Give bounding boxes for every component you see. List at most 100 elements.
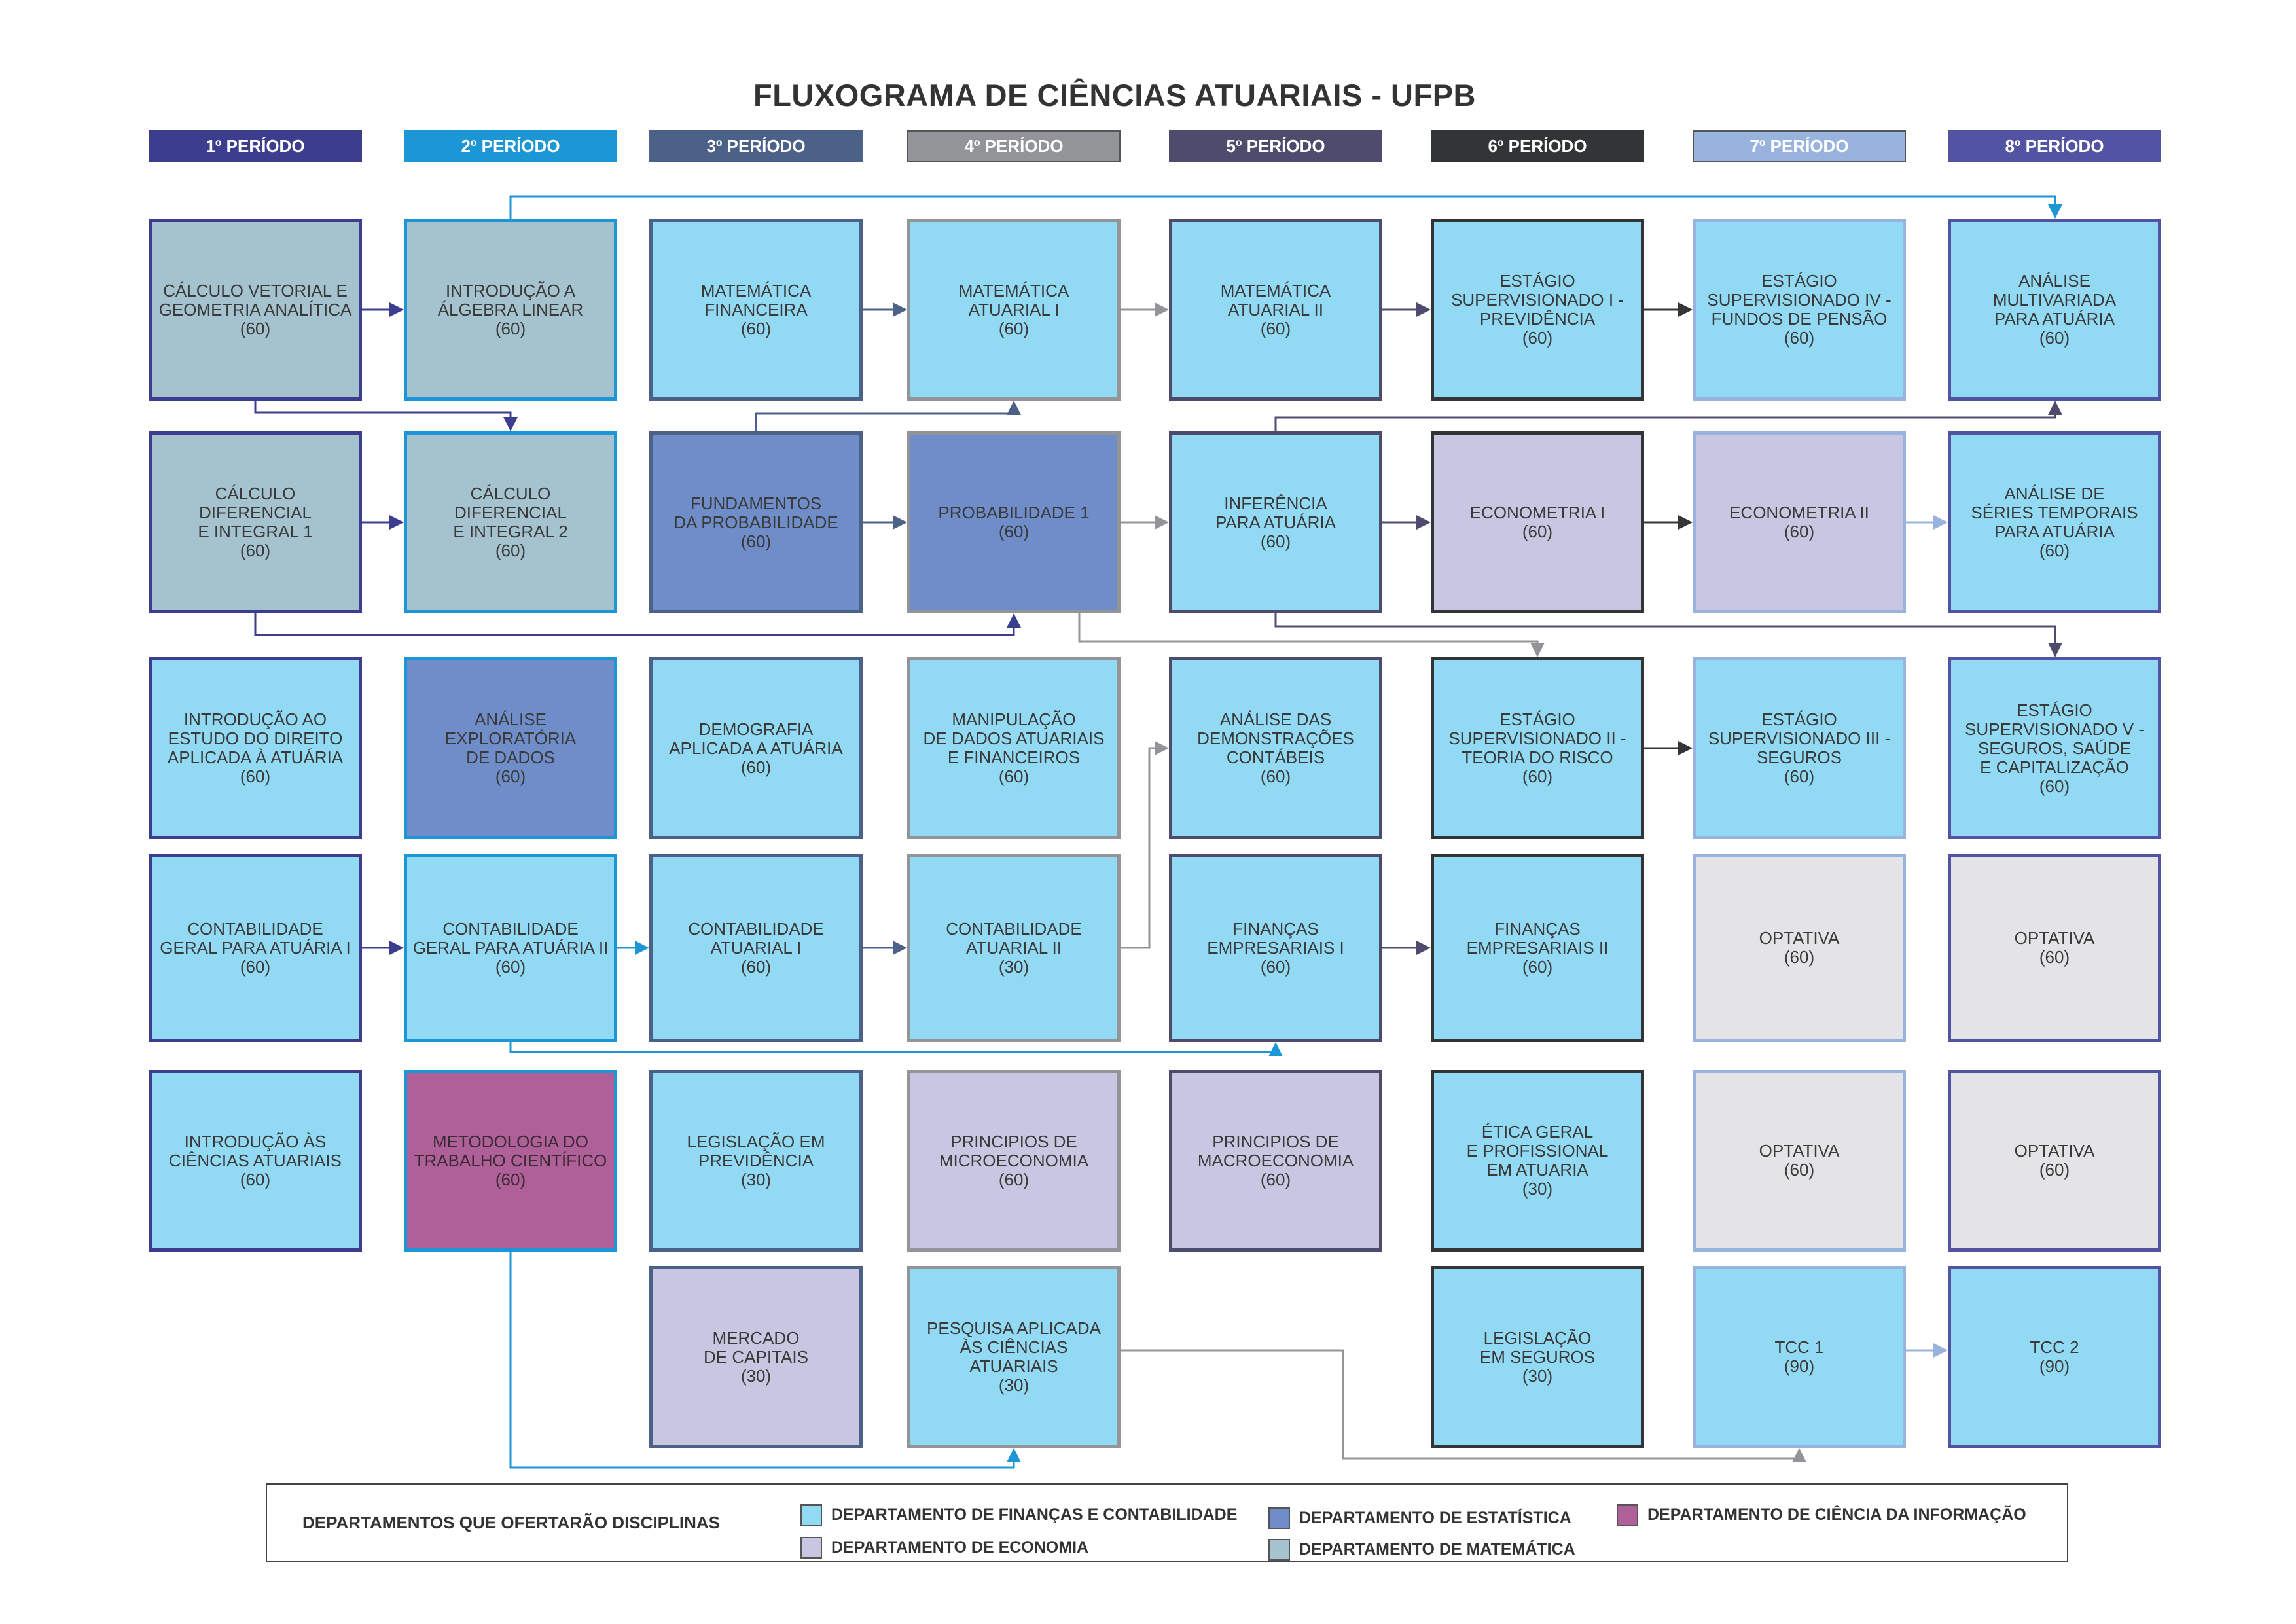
course-analise-dem[interactable]: ANÁLISE DAS DEMONSTRAÇÕES CONTÁBEIS (60) xyxy=(1169,657,1382,839)
period-header-8: 8º PERÍODO xyxy=(1948,130,2161,162)
period-header-1: 1º PERÍODO xyxy=(149,130,362,162)
course-cont-geral-1[interactable]: CONTABILIDADE GERAL PARA ATUÁRIA I (60) xyxy=(149,854,362,1042)
legend-title: DEPARTAMENTOS QUE OFERTARÃO DISCIPLINAS xyxy=(302,1513,720,1532)
course-analise-expl[interactable]: ANÁLISE EXPLORATÓRIA DE DADOS (60) xyxy=(404,657,617,839)
legend-swatch xyxy=(1617,1504,1638,1526)
course-mat-atu-1[interactable]: MATEMÁTICA ATUARIAL I (60) xyxy=(907,219,1121,401)
course-etica[interactable]: ÉTICA GERAL E PROFISSIONAL EM ATUARIA (3… xyxy=(1431,1070,1644,1252)
course-mat-fin[interactable]: MATEMÁTICA FINANCEIRA (60) xyxy=(649,219,863,401)
arrow-head xyxy=(1155,302,1169,317)
arrow-head xyxy=(2048,643,2062,657)
arrow-head xyxy=(1530,643,1545,657)
course-tcc-1[interactable]: TCC 1 (90) xyxy=(1693,1266,1906,1448)
course-fin-emp-1[interactable]: FINANÇAS EMPRESARIAIS I (60) xyxy=(1169,854,1382,1042)
course-cont-geral-2[interactable]: CONTABILIDADE GERAL PARA ATUÁRIA II (60) xyxy=(404,854,617,1042)
course-manip-dados[interactable]: MANIPULAÇÃO DE DADOS ATUARIAIS E FINANCE… xyxy=(907,657,1121,839)
course-analise-series[interactable]: ANÁLISE DE SÉRIES TEMPORAIS PARA ATUÁRIA… xyxy=(1948,431,2161,613)
arrow-head xyxy=(893,941,907,955)
course-intro-cienc[interactable]: INTRODUÇÃO ÀS CIÊNCIAS ATUARIAIS (60) xyxy=(149,1070,362,1252)
course-mat-atu-2[interactable]: MATEMÁTICA ATUARIAL II (60) xyxy=(1169,219,1382,401)
course-intro-direito[interactable]: INTRODUÇÃO AO ESTUDO DO DIREITO APLICADA… xyxy=(149,657,362,839)
course-princ-micro[interactable]: PRINCIPIOS DE MICROECONOMIA (60) xyxy=(907,1070,1121,1252)
legend-item-financas: DEPARTAMENTO DE FINANÇAS E CONTABILIDADE xyxy=(800,1504,1237,1526)
arrow-head xyxy=(635,941,649,955)
legend-item-estatistica: DEPARTAMENTO DE ESTATÍSTICA xyxy=(1268,1507,1571,1529)
legend-label: DEPARTAMENTO DE FINANÇAS E CONTABILIDADE xyxy=(831,1506,1238,1524)
arrow-head xyxy=(2048,204,2062,219)
course-optativa-7a[interactable]: OPTATIVA (60) xyxy=(1693,854,1906,1042)
arrow-head xyxy=(1155,741,1169,755)
course-estagio-5[interactable]: ESTÁGIO SUPERVISIONADO V - SEGUROS, SAÚD… xyxy=(1948,657,2161,839)
course-inferencia[interactable]: INFERÊNCIA PARA ATUÁRIA (60) xyxy=(1169,431,1382,613)
course-prob-1[interactable]: PROBABILIDADE 1 (60) xyxy=(907,431,1121,613)
course-estagio-3[interactable]: ESTÁGIO SUPERVISIONADO III - SEGUROS (60… xyxy=(1693,657,1906,839)
course-calc-dif-1[interactable]: CÁLCULO DIFERENCIAL E INTEGRAL 1 (60) xyxy=(149,431,362,613)
course-fund-prob[interactable]: FUNDAMENTOS DA PROBABILIDADE (60) xyxy=(649,431,863,613)
arrow-head xyxy=(1007,401,1021,415)
course-tcc-2[interactable]: TCC 2 (90) xyxy=(1948,1266,2161,1448)
arrow-head xyxy=(1416,941,1431,955)
legend-item-matematica: DEPARTAMENTO DE MATEMÁTICA xyxy=(1268,1539,1575,1561)
arrow-head xyxy=(1155,515,1169,530)
course-cont-atu-2[interactable]: CONTABILIDADE ATUARIAL II (30) xyxy=(907,854,1121,1042)
course-estagio-4[interactable]: ESTÁGIO SUPERVISIONADO IV - FUNDOS DE PE… xyxy=(1693,219,1906,401)
arrow-line xyxy=(1121,747,1155,949)
arrow-head xyxy=(1416,302,1431,317)
arrow-head xyxy=(389,941,404,955)
period-header-7: 7º PERÍODO xyxy=(1693,130,1906,162)
arrow-head xyxy=(893,515,907,530)
legend-swatch xyxy=(1268,1507,1290,1529)
course-optativa-7b[interactable]: OPTATIVA (60) xyxy=(1693,1070,1906,1252)
course-cont-atu-1[interactable]: CONTABILIDADE ATUARIAL I (60) xyxy=(649,854,863,1042)
arrow-head xyxy=(893,302,907,317)
period-header-4: 4º PERÍODO xyxy=(907,130,1121,162)
period-header-5: 5º PERÍODO xyxy=(1169,130,1382,162)
legend-swatch xyxy=(800,1504,822,1526)
course-estagio-1[interactable]: ESTÁGIO SUPERVISIONADO I - PREVIDÊNCIA (… xyxy=(1431,219,1644,401)
arrow-head xyxy=(389,302,404,317)
arrow-head xyxy=(1007,1448,1021,1462)
course-mercado-cap[interactable]: MERCADO DE CAPITAIS (30) xyxy=(649,1266,863,1448)
legend-swatch xyxy=(1268,1539,1290,1561)
arrow-line xyxy=(509,1042,1277,1056)
arrow-line xyxy=(509,1252,1015,1469)
arrow-head xyxy=(1416,515,1431,530)
arrow-line xyxy=(1274,613,2056,643)
course-fin-emp-2[interactable]: FINANÇAS EMPRESARIAIS II (60) xyxy=(1431,854,1644,1042)
course-calc-vet[interactable]: CÁLCULO VETORIAL E GEOMETRIA ANALÍTICA (… xyxy=(149,219,362,401)
period-header-2: 2º PERÍODO xyxy=(404,130,617,162)
legend-label: DEPARTAMENTO DE ESTATÍSTICA xyxy=(1299,1509,1571,1527)
arrow-line xyxy=(755,412,1015,431)
course-econometria-1[interactable]: ECONOMETRIA I (60) xyxy=(1431,431,1644,613)
legend: DEPARTAMENTOS QUE OFERTARÃO DISCIPLINAS … xyxy=(266,1483,2068,1562)
arrow-line xyxy=(254,401,512,417)
period-header-3: 3º PERÍODO xyxy=(649,130,863,162)
course-econometria-2[interactable]: ECONOMETRIA II (60) xyxy=(1693,431,1906,613)
legend-label: DEPARTAMENTO DE MATEMÁTICA xyxy=(1299,1540,1575,1559)
course-estagio-2[interactable]: ESTÁGIO SUPERVISIONADO II - TEORIA DO RI… xyxy=(1431,657,1644,839)
course-optativa-8a[interactable]: OPTATIVA (60) xyxy=(1948,854,2161,1042)
course-pesquisa-apl[interactable]: PESQUISA APLICADA ÀS CIÊNCIAS ATUARIAIS … xyxy=(907,1266,1121,1448)
page-title: FLUXOGRAMA DE CIÊNCIAS ATUARIAIS - UFPB xyxy=(753,78,1476,113)
legend-item-informacao: DEPARTAMENTO DE CIÊNCIA DA INFORMAÇÃO xyxy=(1617,1504,2026,1526)
course-demografia[interactable]: DEMOGRAFIA APLICADA A ATUÁRIA (60) xyxy=(649,657,863,839)
course-calc-dif-2[interactable]: CÁLCULO DIFERENCIAL E INTEGRAL 2 (60) xyxy=(404,431,617,613)
course-legis-seg[interactable]: LEGISLAÇÃO EM SEGUROS (30) xyxy=(1431,1266,1644,1448)
period-header-6: 6º PERÍODO xyxy=(1431,130,1644,162)
arrow-head xyxy=(1933,1343,1948,1358)
arrow-line xyxy=(254,613,1015,636)
legend-label: DEPARTAMENTO DE CIÊNCIA DA INFORMAÇÃO xyxy=(1647,1506,2026,1524)
course-princ-macro[interactable]: PRINCIPIOS DE MACROECONOMIA (60) xyxy=(1169,1070,1382,1252)
course-optativa-8b[interactable]: OPTATIVA (60) xyxy=(1948,1070,2161,1252)
legend-label: DEPARTAMENTO DE ECONOMIA xyxy=(831,1538,1089,1557)
arrow-head xyxy=(1678,302,1693,317)
course-metodologia[interactable]: METODOLOGIA DO TRABALHO CIENTÍFICO (60) xyxy=(404,1070,617,1252)
course-intro-alg[interactable]: INTRODUÇÃO A ÁLGEBRA LINEAR (60) xyxy=(404,219,617,401)
arrow-head xyxy=(1792,1448,1806,1462)
arrow-head xyxy=(503,417,518,431)
course-analise-mult[interactable]: ANÁLISE MULTIVARIADA PARA ATUÁRIA (60) xyxy=(1948,219,2161,401)
course-legis-prev[interactable]: LEGISLAÇÃO EM PREVIDÊNCIA (30) xyxy=(649,1070,863,1252)
legend-item-economia: DEPARTAMENTO DE ECONOMIA xyxy=(800,1537,1088,1559)
arrow-head xyxy=(1268,1042,1283,1056)
